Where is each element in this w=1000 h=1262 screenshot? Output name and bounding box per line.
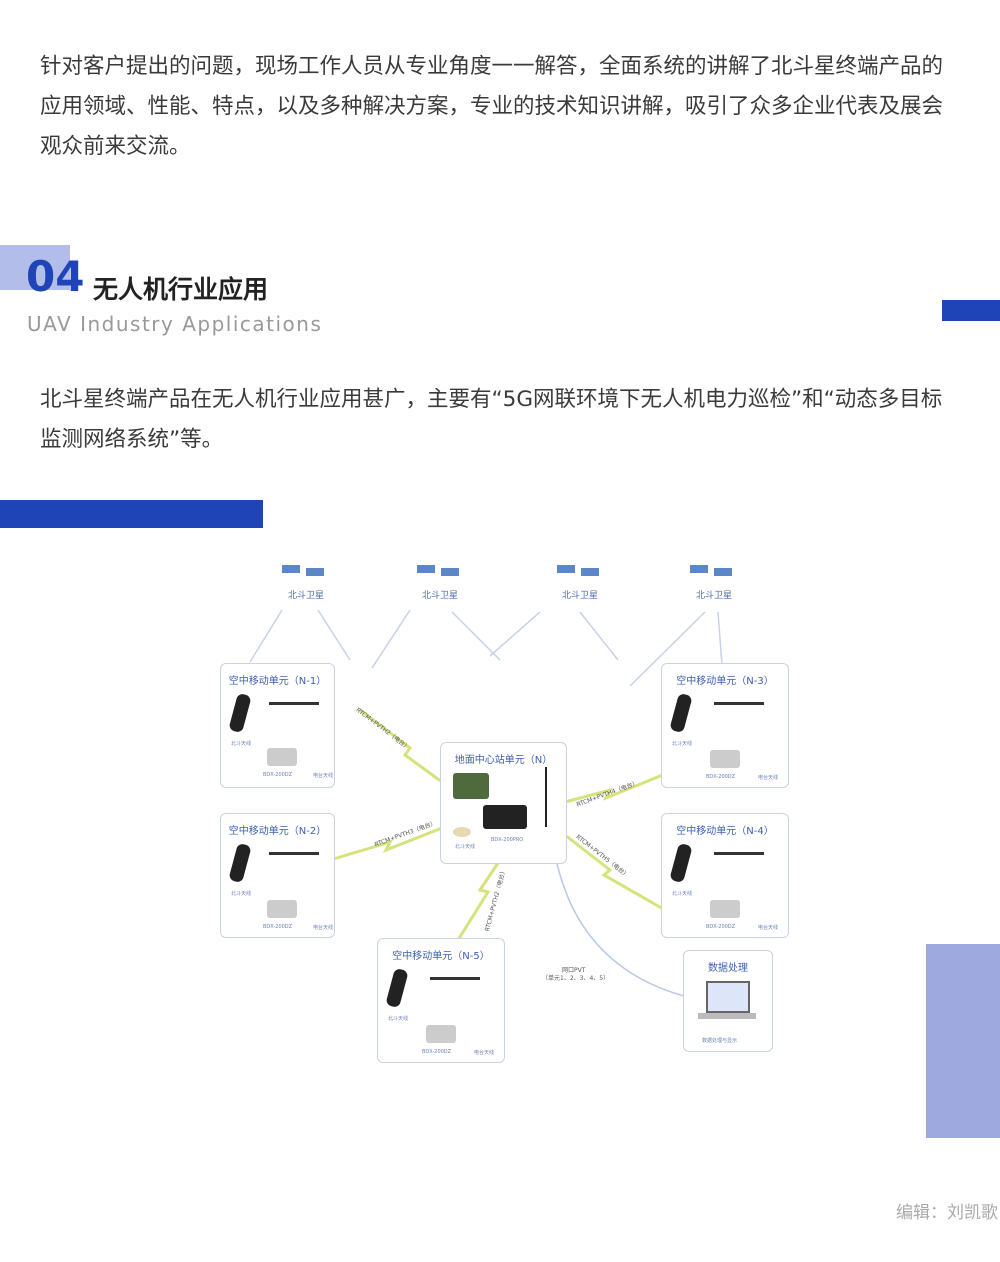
device-label: BDX-200DZ	[422, 1049, 452, 1055]
unit-box-n5: 空中移动单元（N-5） 北斗天线 BDX-200DZ 电台天线	[377, 938, 505, 1063]
unit-box-n2: 空中移动单元（N-2） 北斗天线 BDX-200DZ 电台天线	[220, 813, 335, 938]
accent-bar-left	[0, 500, 263, 528]
antenna-image	[669, 842, 693, 884]
antenna-label: 北斗天线	[231, 741, 252, 747]
body-paragraph: 北斗星终端产品在无人机行业应用甚广，主要有“5G网联环境下无人机电力巡检”和“动…	[40, 387, 943, 452]
laptop-image	[706, 981, 750, 1013]
satellite-label: 北斗卫星	[421, 591, 458, 601]
device-image	[710, 750, 740, 768]
unit-box-n1: 空中移动单元（N-1） 北斗天线 BDX-200DZ 电台天线	[220, 663, 335, 788]
satellite-label: 北斗卫星	[561, 591, 598, 601]
antenna-label: 北斗天线	[672, 741, 693, 747]
drone-image	[430, 977, 480, 980]
drone-image	[269, 702, 319, 705]
accent-block-right	[926, 944, 1000, 1138]
section-title: 无人机行业应用	[93, 275, 269, 304]
processing-subtitle: 数据处理与显示	[702, 1038, 738, 1044]
radio-antenna-label: 电台天线	[313, 925, 334, 931]
unit-box-n4: 空中移动单元（N-4） 北斗天线 BDX-200DZ 电台天线	[661, 813, 789, 938]
device-label: BDX-200DZ	[706, 774, 736, 780]
device-label: BDX-200PRO	[491, 837, 524, 843]
antenna-image	[669, 692, 693, 734]
antenna-image	[228, 692, 252, 734]
radio-antenna-label: 电台天线	[474, 1050, 495, 1056]
laptop-base	[698, 1013, 756, 1019]
drone-image	[269, 852, 319, 855]
accent-bar-right	[942, 300, 1000, 321]
drone-image	[714, 852, 764, 855]
device-image	[426, 1025, 456, 1043]
pvt-units-label: （单元1、2、3、4、5）	[542, 975, 610, 982]
section-number: 04	[26, 252, 85, 301]
processing-title: 数据处理	[708, 963, 748, 974]
radio-antenna-label: 电台天线	[758, 925, 779, 931]
unit-title: 空中移动单元（N-4）	[676, 826, 774, 837]
drone-image	[714, 702, 764, 705]
device-label: BDX-200DZ	[263, 772, 293, 778]
satellite-label: 北斗卫星	[695, 591, 732, 601]
antenna-image	[453, 827, 471, 837]
antenna-label: 北斗天线	[388, 1016, 409, 1022]
radio-antenna-label: 电台天线	[313, 773, 334, 779]
ground-station-box: 地面中心站单元（N） 北斗天线 BDX-200PRO	[440, 742, 567, 864]
unit-title: 空中移动单元（N-5）	[392, 951, 490, 962]
antenna-label: 北斗天线	[455, 844, 476, 850]
uav-network-diagram: 北斗卫星 北斗卫星 北斗卫星 北斗卫星 空中移动单元（N-1） 北斗天线 BDX…	[210, 550, 800, 1070]
pvt-label: 网口PVT	[562, 967, 586, 974]
data-processing-box: 数据处理 数据处理与显示	[683, 950, 773, 1052]
unit-title: 空中移动单元（N-2）	[228, 826, 327, 837]
section-number-block	[0, 245, 70, 290]
device-label: BDX-200DZ	[706, 924, 736, 930]
receiver-image	[483, 805, 527, 829]
antenna-image	[228, 842, 252, 884]
antenna-image	[385, 967, 409, 1009]
device-image	[710, 900, 740, 918]
device-image	[267, 748, 297, 766]
unit-title: 空中移动单元（N-3）	[676, 676, 774, 687]
antenna-label: 北斗天线	[231, 891, 252, 897]
satellite-label: 北斗卫星	[287, 591, 324, 601]
unit-box-n3: 空中移动单元（N-3） 北斗天线 BDX-200DZ 电台天线	[661, 663, 789, 788]
device-image	[267, 900, 297, 918]
intro-paragraph: 针对客户提出的问题，现场工作人员从专业角度一一解答，全面系统的讲解了北斗星终端产…	[40, 54, 944, 159]
radio-antenna-label: 电台天线	[758, 775, 779, 781]
radio-antenna-image	[545, 767, 547, 827]
antenna-label: 北斗天线	[672, 891, 693, 897]
editor-credit: 编辑：刘凯歌	[896, 1203, 998, 1223]
unit-title: 空中移动单元（N-1）	[228, 676, 327, 687]
vehicle-image	[453, 773, 489, 799]
ground-title: 地面中心站单元（N）	[454, 755, 553, 766]
device-label: BDX-200DZ	[263, 924, 293, 930]
section-subtitle: UAV Industry Applications	[27, 312, 323, 336]
